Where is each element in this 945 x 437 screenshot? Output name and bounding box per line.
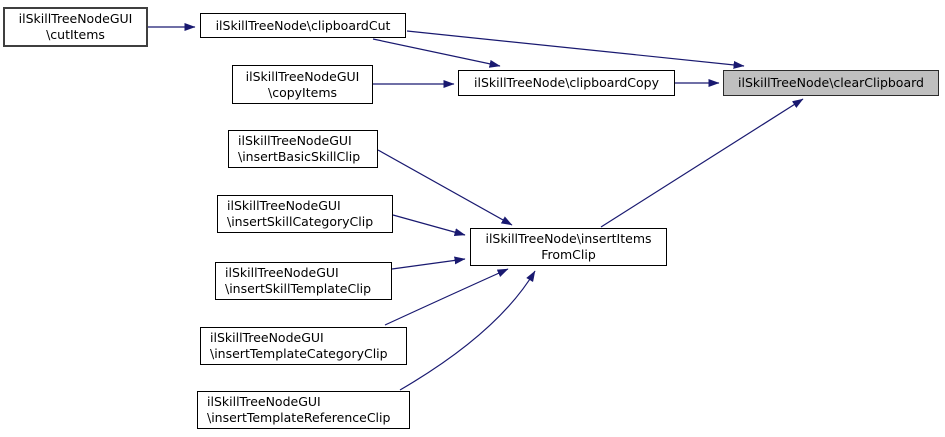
node-insertSkillTemplateClip[interactable]: ilSkillTreeNodeGUI \insertSkillTemplateC…	[215, 262, 392, 300]
node-label: \insertBasicSkillClip	[238, 149, 361, 164]
node-label: ilSkillTreeNode\clipboardCut	[215, 17, 391, 33]
node-insertTemplateReferenceClip[interactable]: ilSkillTreeNodeGUI \insertTemplateRefere…	[197, 391, 410, 429]
edge-insertSkillCategoryClip-insertItemsFromClip	[392, 214, 466, 237]
node-insertSkillCategoryClip[interactable]: ilSkillTreeNodeGUI \insertSkillCategoryC…	[217, 195, 393, 233]
node-label: ilSkillTreeNodeGUI	[225, 265, 339, 280]
node-label: ilSkillTreeNodeGUI	[245, 68, 360, 84]
edge-insertTemplateReferenceClip-insertItemsFromClip	[399, 270, 536, 391]
node-label: \copyItems	[267, 84, 338, 100]
node-label: ilSkillTreeNodeGUI	[18, 11, 133, 26]
node-label: \insertSkillCategoryClip	[227, 214, 374, 229]
node-label: FromClip	[541, 247, 596, 262]
node-label: \cutItems	[46, 27, 105, 42]
node-insertBasicSkillClip[interactable]: ilSkillTreeNodeGUI \insertBasicSkillClip	[228, 130, 378, 168]
node-insertTemplateCategoryClip[interactable]: ilSkillTreeNodeGUI \insertTemplateCatego…	[200, 327, 407, 365]
node-label: ilSkillTreeNode\clipboardCopy	[474, 75, 659, 90]
edge-insertBasicSkillClip-insertItemsFromClip	[377, 149, 513, 226]
node-label: ilSkillTreeNode\insertItems	[485, 231, 652, 246]
node-label: ilSkillTreeNode\clearClipboard	[738, 75, 924, 90]
node-label: ilSkillTreeNodeGUI	[210, 330, 324, 345]
edge-clipboardCut-clearClipboard	[406, 30, 745, 69]
edge-clipboardCut-clipboardCopy	[372, 38, 501, 68]
edge-insertItemsFromClip-clearClipboard	[600, 98, 804, 228]
edge-insertSkillTemplateClip-insertItemsFromClip	[391, 256, 466, 270]
node-label: ilSkillTreeNodeGUI	[207, 394, 321, 409]
node-insertItemsFromClip[interactable]: ilSkillTreeNode\insertItems FromClip	[470, 228, 667, 266]
edge-insertTemplateCategoryClip-insertItemsFromClip	[384, 268, 509, 326]
node-label: \insertTemplateCategoryClip	[210, 346, 388, 361]
node-copyItems[interactable]: ilSkillTreeNodeGUI \copyItems	[232, 65, 373, 104]
node-cutItems[interactable]: ilSkillTreeNodeGUI \cutItems	[3, 7, 148, 47]
node-clipboardCopy[interactable]: ilSkillTreeNode\clipboardCopy	[458, 70, 675, 96]
node-label: \insertTemplateReferenceClip	[207, 410, 391, 425]
node-clearClipboard[interactable]: ilSkillTreeNode\clearClipboard	[723, 70, 939, 96]
node-clipboardCut[interactable]: ilSkillTreeNode\clipboardCut	[200, 13, 406, 38]
node-label: ilSkillTreeNodeGUI	[238, 133, 352, 148]
node-label: ilSkillTreeNodeGUI	[227, 198, 341, 213]
node-label: \insertSkillTemplateClip	[225, 281, 372, 296]
